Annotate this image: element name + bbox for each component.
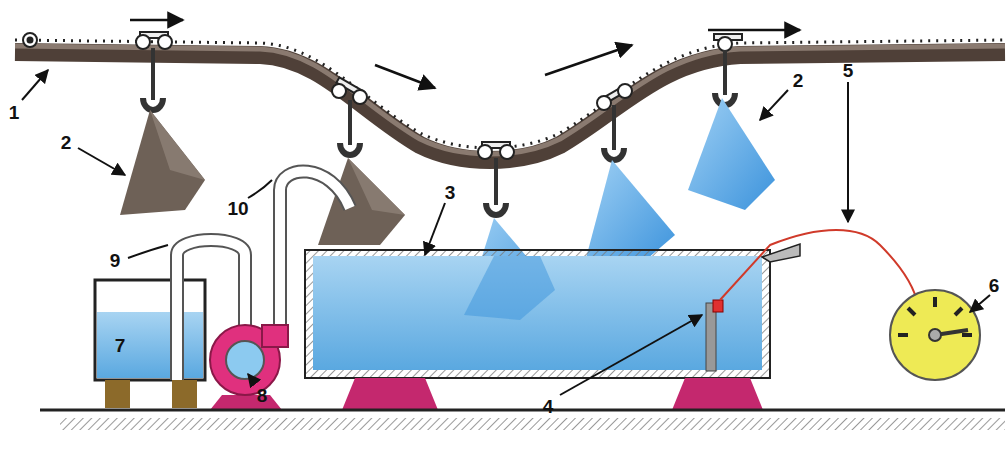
callout-number: 2 bbox=[793, 71, 804, 90]
dip-tank bbox=[305, 250, 770, 378]
callout-number: 9 bbox=[110, 251, 121, 270]
trolleys bbox=[23, 32, 742, 159]
callout-number: 10 bbox=[227, 199, 248, 218]
ground bbox=[40, 409, 1005, 412]
callout-number: 6 bbox=[989, 276, 1000, 295]
callout-number: 4 bbox=[543, 397, 554, 416]
hangers bbox=[143, 48, 735, 215]
reservoir bbox=[95, 280, 205, 380]
level-gauge bbox=[890, 290, 980, 380]
callout-number: 7 bbox=[115, 336, 126, 355]
callout-number: 3 bbox=[445, 183, 456, 202]
delivery-pipe bbox=[280, 171, 350, 330]
level-sensor bbox=[706, 303, 716, 371]
callout-number: 1 bbox=[9, 103, 20, 122]
signal-wire bbox=[720, 230, 918, 305]
callout-number: 5 bbox=[843, 61, 854, 80]
callout-number: 8 bbox=[257, 386, 268, 405]
tank-support bbox=[342, 378, 438, 410]
callout-number: 2 bbox=[61, 133, 72, 152]
tank-support bbox=[672, 378, 763, 410]
leader-lines bbox=[22, 70, 990, 395]
